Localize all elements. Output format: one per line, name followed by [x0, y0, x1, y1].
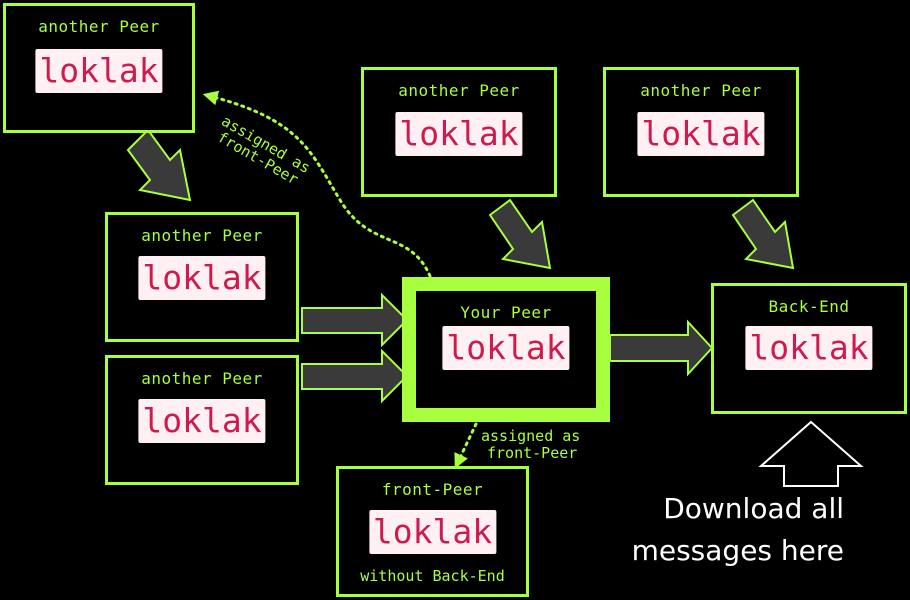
back-end-box: Back-End loklak: [711, 283, 907, 414]
loklak-logo: loklak: [138, 256, 266, 300]
loklak-logo: loklak: [637, 112, 765, 156]
download-text: Download all messages here: [600, 488, 844, 572]
arrow-midleft-to-yourpeer: [301, 292, 409, 348]
peer-title: another Peer: [398, 81, 520, 100]
peer-box-mid-left: another Peer loklak: [105, 212, 299, 342]
download-line1: Download all: [663, 492, 844, 525]
arrow-topmid-to-yourpeer: [488, 198, 552, 270]
peer-title: another Peer: [141, 226, 263, 245]
your-peer-box: Your Peer loklak: [402, 277, 610, 422]
back-end-title: Back-End: [768, 297, 850, 316]
arrow-topright-to-backend: [731, 198, 795, 270]
assigned-bottom-label-line2: front-Peer: [487, 444, 578, 462]
peer-box-low-left: another Peer loklak: [105, 355, 299, 485]
download-line2: messages here: [631, 534, 844, 567]
loklak-logo: loklak: [138, 399, 266, 443]
peer-title: another Peer: [38, 17, 160, 36]
peer-box-top-right: another Peer loklak: [603, 67, 799, 197]
peer-box-top-mid: another Peer loklak: [361, 67, 557, 197]
dotted-assign-bottom: [454, 422, 478, 469]
your-peer-title: Your Peer: [460, 303, 552, 322]
loklak-logo: loklak: [395, 112, 523, 156]
arrow-yourpeer-to-backend: [609, 319, 714, 377]
peer-title: another Peer: [640, 81, 762, 100]
front-peer-title: front-Peer: [381, 480, 484, 499]
front-peer-subtitle: without Back-End: [360, 567, 505, 585]
assigned-bottom-label-line1: assigned as: [481, 427, 581, 445]
loklak-logo: loklak: [368, 510, 497, 554]
peer-title: another Peer: [141, 369, 263, 388]
loklak-logo: loklak: [442, 326, 570, 370]
arrow-topleft-to-midleft: [126, 128, 192, 202]
loklak-logo: loklak: [35, 49, 163, 93]
arrow-lowleft-to-yourpeer: [301, 348, 409, 404]
peer-box-top-left: another Peer loklak: [3, 3, 195, 133]
front-peer-box: front-Peer loklak without Back-End: [336, 466, 529, 597]
upload-arrow-icon: [758, 420, 864, 487]
dotted-assign-top: [202, 90, 432, 278]
loklak-logo: loklak: [745, 326, 873, 370]
